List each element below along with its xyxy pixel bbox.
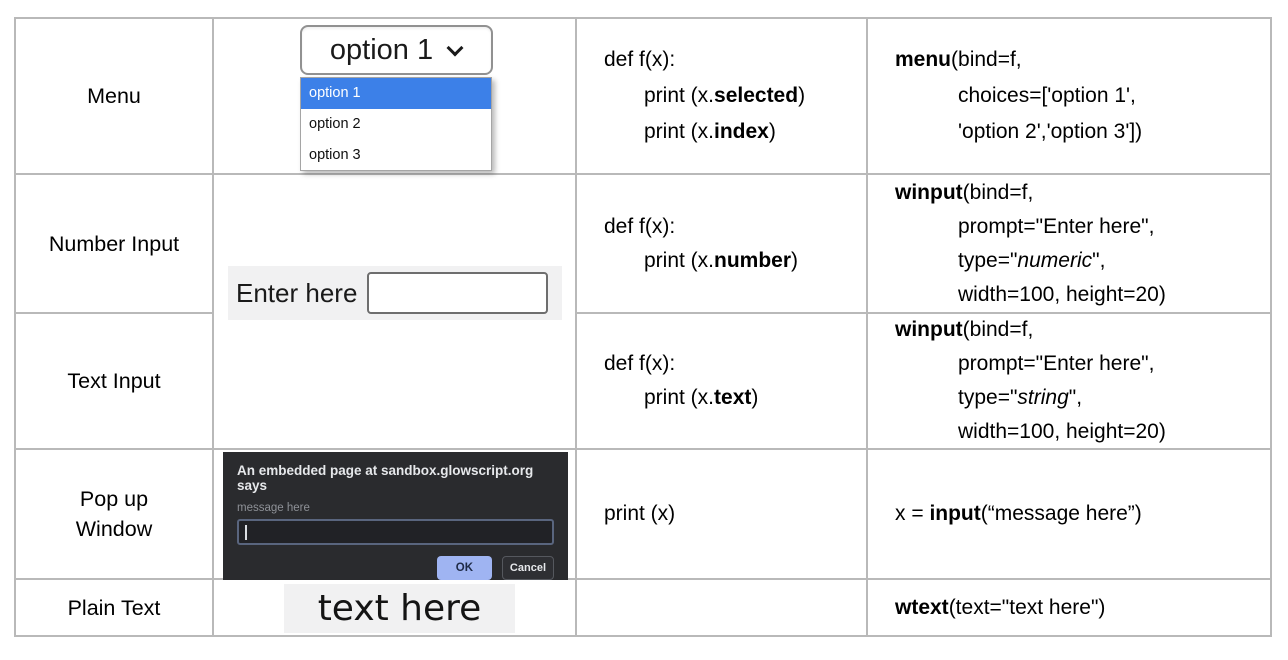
menu-option[interactable]: option 3	[309, 146, 361, 163]
popup-dialog-buttons: OK Cancel	[237, 556, 554, 580]
text-cursor	[245, 524, 247, 540]
winput-text-field[interactable]	[367, 272, 549, 314]
number-input-create-code: winput(bind=f, prompt="Enter here", type="…	[868, 175, 1270, 312]
row-label-number-input: Number Input	[16, 175, 212, 312]
text-line: Text Input	[67, 369, 161, 393]
row-label-plain-text: Plain Text	[16, 580, 212, 635]
cancel-button[interactable]: Cancel	[501, 556, 554, 580]
winput-prompt-label: Enter here	[236, 277, 358, 308]
row-label-menu: Menu	[16, 19, 212, 173]
text-line: def f(x):	[604, 48, 676, 71]
popup-example-cell: An embedded page at sandbox.glowscript.o…	[214, 450, 575, 582]
text-line: print (x)	[604, 502, 676, 525]
popup-dialog: An embedded page at sandbox.glowscript.o…	[223, 452, 568, 582]
menu-handler-code: def f(x): print (x.selected) print (x.inde…	[577, 19, 866, 173]
text-line: print (x.text)	[644, 386, 759, 409]
popup-dialog-message: message here	[237, 502, 310, 514]
text-line: x = input(“message here”)	[895, 502, 1142, 525]
menu-selected-value: option 1	[329, 33, 434, 66]
text-line: print (x.index)	[644, 120, 776, 143]
menu-option[interactable]: option 1	[301, 78, 491, 109]
text-line: Menu	[87, 84, 141, 108]
text-line: print (x.selected)	[644, 84, 806, 107]
menu-select[interactable]: option 1	[300, 25, 493, 75]
popup-dialog-title: An embedded page at sandbox.glowscript.o…	[237, 463, 534, 493]
text-input-handler-code: def f(x): print (x.text)	[577, 314, 866, 448]
text-line: Plain Text	[67, 595, 161, 620]
text-line: width=100, height=20)	[958, 420, 1166, 443]
row-label-popup-window: Pop up Window	[16, 450, 212, 578]
menu-example-cell: option 1 option 1 option 2 option 3	[214, 19, 575, 173]
wtext-example-cell: text here	[214, 580, 575, 635]
popup-dialog-text-field[interactable]	[237, 519, 554, 545]
text-line: menu(bind=f,	[895, 48, 1022, 71]
text-line: type="string",	[958, 386, 1083, 409]
text-line: choices=['option 1',	[958, 84, 1136, 107]
wtext-create-code: wtext(text="text here")	[868, 580, 1270, 635]
empty-cell	[577, 580, 866, 635]
menu-create-code: menu(bind=f, choices=['option 1', 'option …	[868, 19, 1270, 173]
text-line: width=100, height=20)	[958, 282, 1166, 306]
widgets-reference-table: Menu option 1 option 1 option 2 option 3 d…	[14, 17, 1272, 637]
winput-example-cell: Enter here	[214, 175, 575, 448]
number-input-handler-code: def f(x): print (x.number)	[577, 175, 866, 312]
text-line: 'option 2','option 3'])	[958, 120, 1143, 143]
ok-button[interactable]: OK	[436, 556, 492, 580]
text-line: winput(bind=f,	[895, 318, 1034, 341]
chevron-down-icon	[449, 40, 463, 54]
text-line: type="numeric",	[958, 248, 1106, 272]
menu-dropdown-list: option 1 option 2 option 3	[300, 77, 492, 171]
text-line: winput(bind=f,	[895, 180, 1034, 204]
row-label-text-input: Text Input	[16, 314, 212, 448]
text-line: Window	[75, 517, 153, 541]
winput-widget: Enter here	[228, 266, 562, 320]
text-line: print (x.number)	[644, 248, 799, 272]
text-line: wtext(text="text here")	[895, 595, 1106, 619]
wtext-widget: text here	[284, 584, 515, 633]
text-line: prompt="Enter here",	[958, 352, 1155, 375]
text-line: Number Input	[48, 231, 180, 256]
text-line: def f(x):	[604, 352, 676, 375]
menu-option[interactable]: option 2	[309, 116, 361, 132]
text-line: prompt="Enter here",	[958, 214, 1155, 238]
text-input-create-code: winput(bind=f, prompt="Enter here", type="…	[868, 314, 1270, 448]
popup-handler-code: print (x)	[577, 450, 866, 578]
text-line: Pop up	[79, 487, 149, 511]
text-line: def f(x):	[604, 214, 676, 238]
popup-create-code: x = input(“message here”)	[868, 450, 1270, 578]
